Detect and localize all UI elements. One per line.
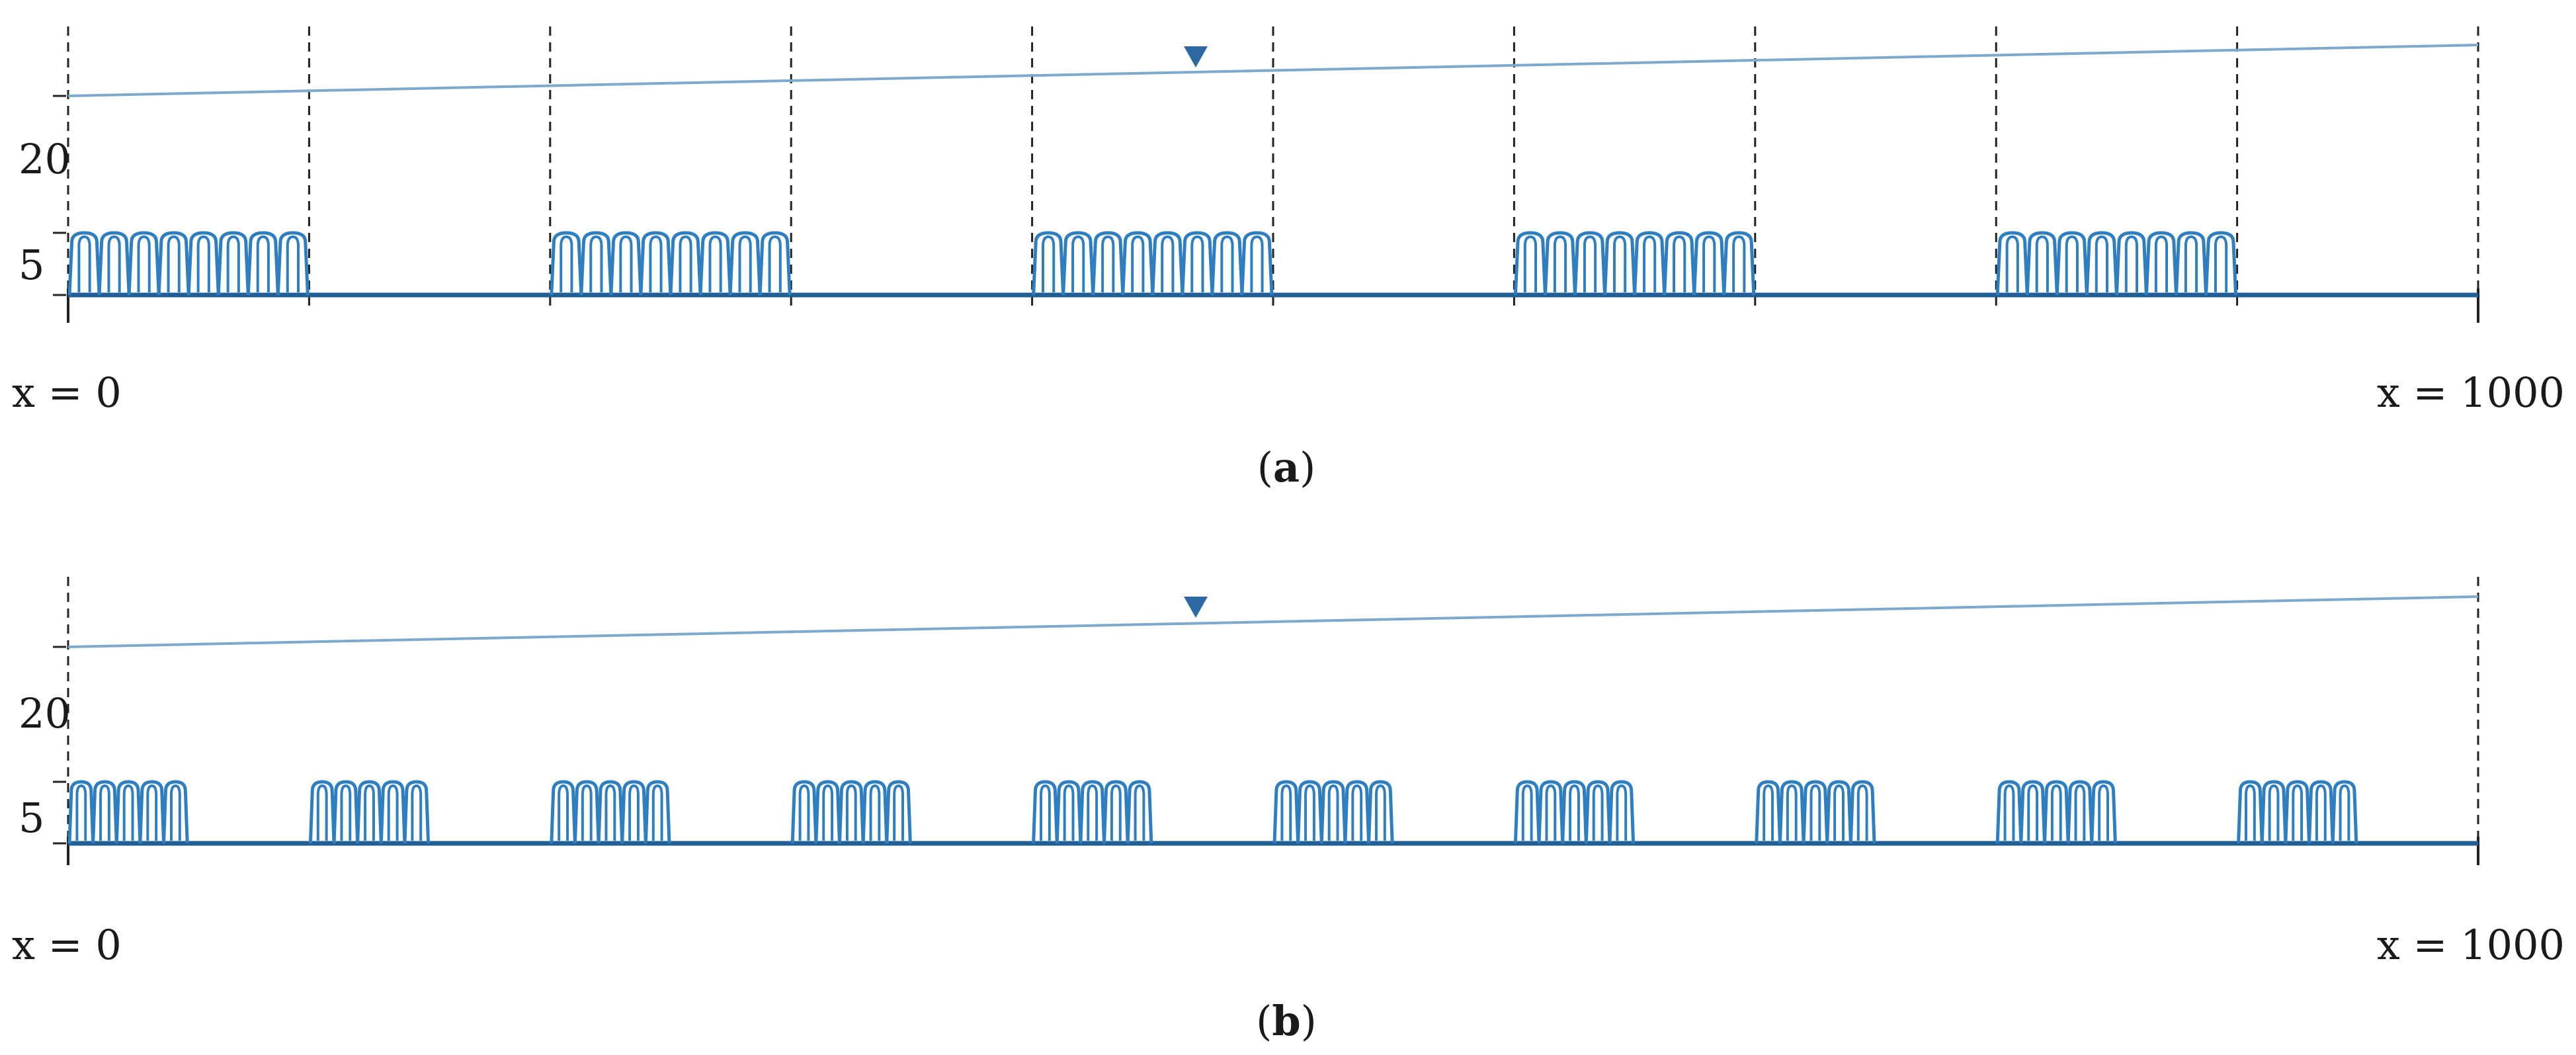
caption-a-letter: a xyxy=(1273,443,1300,491)
coil-inner-loops-b-7 xyxy=(1763,784,1868,841)
water-table-line-b xyxy=(67,595,2479,648)
coil-inner-loops-a-0 xyxy=(77,235,300,292)
coil-inner-loops-b-8 xyxy=(2003,784,2109,841)
coil-inner-loops-a-4 xyxy=(2005,235,2228,292)
panel-a: 20 5 x = 0 x = 1000 xyxy=(12,26,2565,417)
caption-a-close: ) xyxy=(1300,443,1315,491)
x-start-label-b: x = 0 xyxy=(12,921,122,969)
coil-segment-a-1 xyxy=(550,231,792,296)
coil-inner-loops-a-1 xyxy=(560,235,782,292)
caption-b: (b) xyxy=(1256,997,1317,1045)
coil-inner-loops-b-2 xyxy=(558,784,663,841)
coil-inner-loops-b-4 xyxy=(1040,784,1145,841)
tick-label-20-a: 20 xyxy=(19,135,71,183)
coil-segment-b-0 xyxy=(67,780,189,844)
coil-inner-loops-a-3 xyxy=(1523,235,1746,292)
coil-inner-loops-b-1 xyxy=(316,784,423,841)
coil-segment-b-8 xyxy=(1995,780,2117,844)
coil-segment-a-3 xyxy=(1513,231,1756,296)
caption-a-open: ( xyxy=(1257,443,1273,491)
caption-b-open: ( xyxy=(1256,997,1272,1045)
water-level-marker-b xyxy=(1184,597,1208,618)
coil-segment-a-0 xyxy=(67,231,310,296)
tick-label-5-a: 5 xyxy=(19,241,44,289)
caption-b-close: ) xyxy=(1301,997,1317,1045)
panel-b: 20 5 x = 0 x = 1000 xyxy=(12,577,2565,969)
coil-inner-loops-b-6 xyxy=(1521,784,1628,841)
water-level-marker-a xyxy=(1184,46,1208,67)
coil-segment-b-2 xyxy=(550,780,671,844)
coil-segment-a-4 xyxy=(1995,231,2238,296)
coil-inner-loops-b-9 xyxy=(2245,784,2350,841)
coil-segment-b-6 xyxy=(1513,780,1636,844)
coil-segment-b-1 xyxy=(308,780,431,844)
coil-segment-b-4 xyxy=(1032,780,1153,844)
caption-b-letter: b xyxy=(1272,997,1300,1045)
x-start-label-a: x = 0 xyxy=(12,368,122,417)
coil-inner-loops-b-5 xyxy=(1280,784,1386,841)
coil-segment-b-9 xyxy=(2237,780,2358,844)
tick-label-20-b: 20 xyxy=(19,689,71,738)
coil-segment-b-3 xyxy=(790,780,912,844)
coil-inner-loops-b-3 xyxy=(798,784,904,841)
x-end-label-a: x = 1000 xyxy=(2377,368,2565,417)
x-end-label-b: x = 1000 xyxy=(2377,921,2565,969)
caption-a: (a) xyxy=(1257,443,1316,491)
coil-segment-b-7 xyxy=(1755,780,1876,844)
tick-label-5-b: 5 xyxy=(19,794,44,842)
coil-segment-a-2 xyxy=(1032,231,1274,296)
water-table-line-a xyxy=(67,44,2479,97)
coil-inner-loops-b-0 xyxy=(75,784,181,841)
coil-segment-b-5 xyxy=(1272,780,1394,844)
coil-inner-loops-a-2 xyxy=(1042,235,1264,292)
